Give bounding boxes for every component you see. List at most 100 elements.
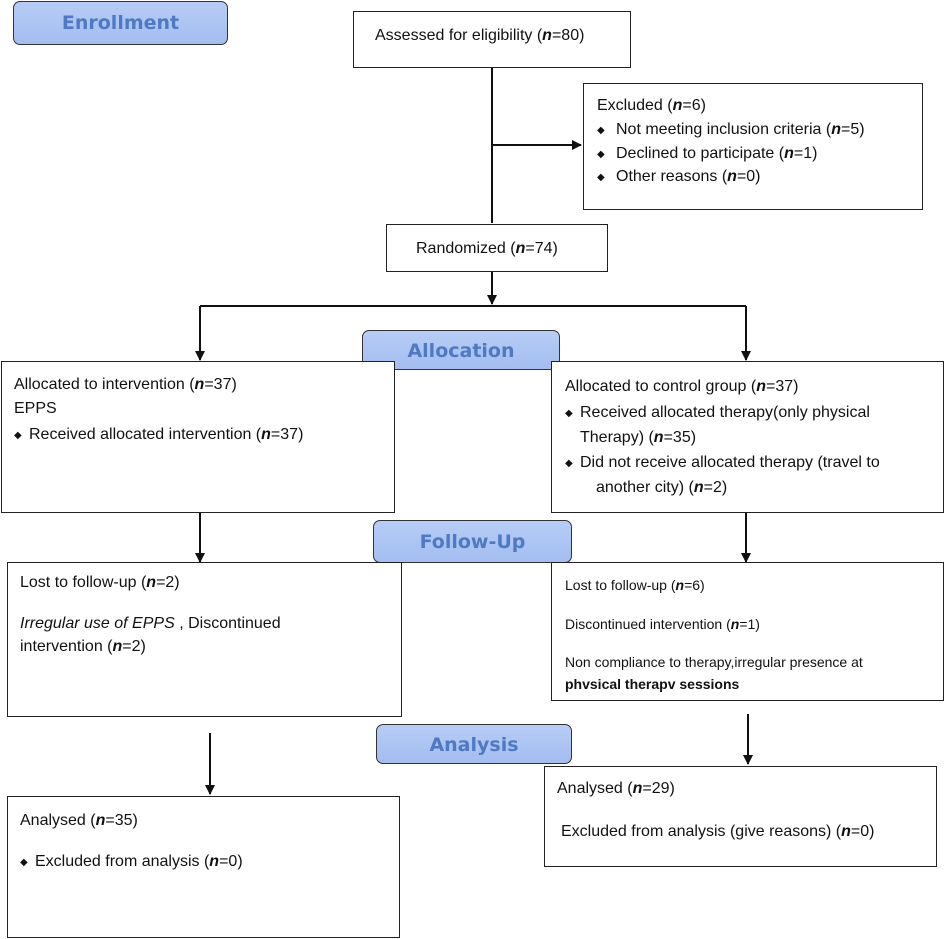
control-allocation-bullet1-line2: Therapy) (n=35) — [580, 430, 696, 446]
control-allocation-bullet2-label: another city) ( — [596, 479, 694, 496]
n-symbol: n — [194, 376, 205, 393]
intervention-followup-line1: Lost to follow-up (n=2) — [20, 575, 180, 591]
n-symbol: n — [784, 145, 794, 162]
randomized-count: =74) — [525, 240, 558, 257]
assessed-count: =80) — [551, 27, 585, 44]
stage-followup: Follow-Up — [373, 520, 572, 563]
n-symbol: n — [112, 638, 123, 655]
intervention-analysis-line1: Analysed (n=35) — [20, 813, 138, 829]
intervention-allocation-line1: Allocated to intervention (n=37) — [14, 377, 237, 393]
stage-analysis-label: Analysis — [429, 734, 519, 756]
bullet-icon: ◆ — [20, 857, 28, 868]
stage-followup-label: Follow-Up — [419, 531, 526, 553]
excluded-box — [583, 83, 923, 210]
excluded-item-label: Declined to participate ( — [616, 145, 785, 162]
control-followup-label: Lost to follow-up ( — [565, 577, 676, 593]
n-symbol: n — [653, 429, 664, 446]
assessed-label: Assessed for eligibility ( — [375, 27, 543, 44]
control-followup-count: =6) — [684, 577, 705, 593]
randomized-label: Randomized ( — [416, 240, 516, 257]
control-analysis-count: =29) — [642, 780, 675, 797]
excluded-item-label: Other reasons ( — [616, 168, 728, 185]
intervention-followup-discontinued-count: =2) — [122, 638, 146, 655]
excluded-item-count: =1) — [793, 145, 818, 162]
assessed-box — [353, 11, 631, 68]
n-symbol: n — [209, 853, 220, 870]
intervention-analysis-bullet-count: =0) — [219, 853, 243, 870]
intervention-allocation-bullet-count: =37) — [270, 426, 304, 443]
control-followup-line1: Lost to follow-up (n=6) — [565, 578, 705, 592]
n-symbol: n — [693, 479, 704, 496]
n-symbol: n — [841, 823, 851, 840]
n-symbol: n — [261, 426, 271, 443]
excluded-item-count: =5) — [840, 121, 865, 138]
control-allocation-bullet2-count: =2) — [703, 479, 728, 496]
excluded-title-label: Excluded ( — [597, 97, 673, 114]
assessed-text: Assessed for eligibility (n=80) — [375, 28, 584, 44]
intervention-analysis-bullet: Excluded from analysis (n=0) — [35, 854, 243, 870]
intervention-followup-discontinued: intervention ( — [20, 638, 113, 655]
intervention-allocation-bullet-label: Received allocated intervention ( — [29, 426, 262, 443]
intervention-followup-label: Lost to follow-up ( — [20, 574, 147, 591]
bullet-icon: ◆ — [565, 408, 573, 419]
randomized-box — [386, 224, 608, 272]
intervention-followup-line2: Irregular use of EPPS , Discontinued — [20, 616, 281, 632]
bullet-icon: ◆ — [597, 125, 605, 136]
control-analysis-line2: Excluded from analysis (give reasons) (n… — [561, 824, 874, 840]
control-allocation-count: =37) — [766, 378, 799, 395]
excluded-item-count: =0) — [736, 168, 761, 185]
intervention-followup-line3: intervention (n=2) — [20, 639, 146, 655]
excluded-item-label: Not meeting inclusion criteria ( — [616, 121, 832, 138]
stage-enrollment-label: Enrollment — [61, 12, 180, 34]
excluded-item: Declined to participate (n=1) — [616, 146, 817, 162]
intervention-allocation-count: =37) — [204, 376, 237, 393]
intervention-allocation-box — [1, 361, 395, 513]
intervention-analysis-bullet-label: Excluded from analysis ( — [35, 853, 210, 870]
intervention-analysis-label: Analysed ( — [20, 812, 96, 829]
n-symbol: n — [95, 812, 106, 829]
stage-allocation: Allocation — [362, 330, 560, 370]
control-followup-box — [551, 562, 944, 701]
stage-analysis: Analysis — [376, 724, 572, 764]
n-symbol: n — [831, 121, 841, 138]
control-followup-discontinued-count: =1) — [739, 616, 760, 632]
control-allocation-bullet1-count: =35) — [663, 429, 697, 446]
excluded-item: Not meeting inclusion criteria (n=5) — [616, 122, 865, 138]
intervention-allocation-bullet: Received allocated intervention (n=37) — [29, 427, 303, 443]
bullet-icon: ◆ — [14, 430, 22, 441]
bullet-icon: ◆ — [565, 458, 573, 469]
control-allocation-bullet2-line2: another city) (n=2) — [596, 480, 727, 496]
excluded-item: Other reasons (n=0) — [616, 169, 761, 185]
n-symbol: n — [730, 616, 740, 632]
n-symbol: n — [632, 780, 643, 797]
control-allocation-bullet1-label: Therapy) ( — [580, 429, 654, 446]
control-allocation-line1: Allocated to control group (n=37) — [565, 379, 798, 395]
intervention-followup-count: =2) — [156, 574, 180, 591]
bullet-icon: ◆ — [597, 172, 605, 183]
stage-allocation-label: Allocation — [407, 340, 515, 362]
control-followup-line2: Discontinued intervention (n=1) — [565, 617, 760, 631]
intervention-followup-reason: Irregular use of EPPS — [20, 615, 175, 632]
stage-enrollment: Enrollment — [13, 1, 228, 45]
n-symbol: n — [727, 168, 737, 185]
intervention-analysis-count: =35) — [105, 812, 138, 829]
intervention-allocation-label: Allocated to intervention ( — [14, 376, 195, 393]
control-allocation-box — [551, 361, 944, 513]
control-allocation-bullet2-line1: Did not receive allocated therapy (trave… — [580, 454, 880, 471]
control-followup-line3: Non compliance to therapy,irregular pres… — [565, 654, 863, 670]
randomized-text: Randomized (n=74) — [416, 241, 558, 257]
intervention-analysis-box — [7, 796, 400, 938]
n-symbol: n — [756, 378, 766, 395]
excluded-title: Excluded (n=6) — [597, 98, 706, 114]
control-allocation-label: Allocated to control group ( — [565, 378, 757, 395]
bullet-icon: ◆ — [597, 149, 605, 160]
n-symbol: n — [542, 27, 552, 44]
intervention-followup-reason-rest: , Discontinued — [174, 615, 281, 632]
control-followup-line4: phvsical therapv sessions — [565, 676, 740, 692]
n-symbol: n — [146, 574, 157, 591]
intervention-followup-box — [7, 562, 402, 717]
control-analysis-excluded-count: =0) — [850, 823, 875, 840]
control-analysis-excluded: Excluded from analysis (give reasons) ( — [561, 823, 842, 840]
control-analysis-line1: Analysed (n=29) — [557, 781, 675, 797]
intervention-allocation-line2: EPPS — [14, 400, 57, 417]
